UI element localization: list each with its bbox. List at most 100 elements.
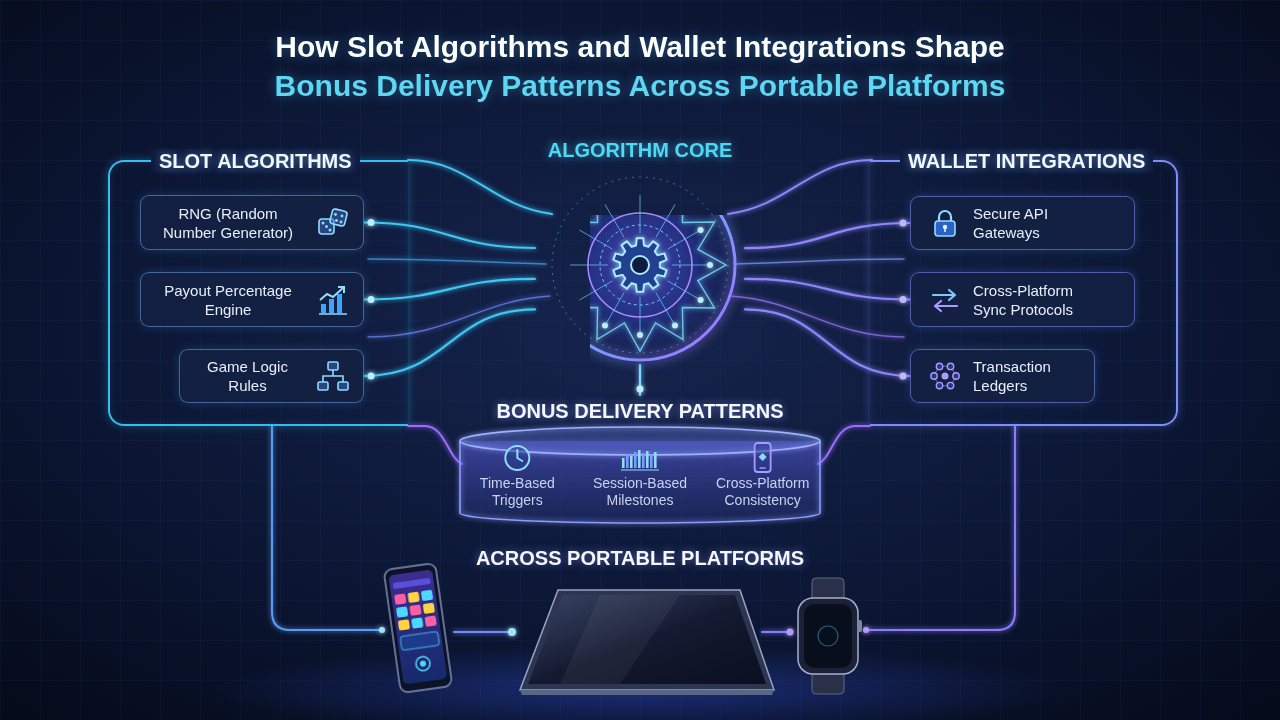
core-outline xyxy=(640,195,641,233)
watch-illustration xyxy=(818,626,838,646)
wire xyxy=(368,296,550,337)
core-outline xyxy=(698,227,704,233)
core-outline xyxy=(579,281,612,300)
pattern-label: Cross-Platform Consistency xyxy=(713,475,813,509)
bars-icon xyxy=(622,458,625,468)
dice-icon xyxy=(334,213,337,216)
box-label: Transaction Ledgers xyxy=(973,357,1083,395)
core-outline xyxy=(668,230,701,249)
core-outline xyxy=(656,204,675,237)
dice-icon xyxy=(329,208,347,226)
chart-icon xyxy=(319,287,347,314)
core-outline xyxy=(707,262,713,268)
phone-illustration xyxy=(384,563,453,693)
wire xyxy=(818,426,870,464)
phone-illustration xyxy=(408,592,420,603)
lock-icon xyxy=(935,221,955,236)
core-circle: ALGORITHM CORE xyxy=(535,138,745,365)
connector-dot xyxy=(900,296,907,303)
ledger-icon xyxy=(947,363,953,369)
title-block: How Slot Algorithms and Wallet Integrati… xyxy=(245,27,1035,105)
sync-icon xyxy=(933,290,957,311)
bars-icon xyxy=(621,469,659,470)
ledger-icon xyxy=(931,373,937,379)
pattern-row: Time-Based TriggersSession-Based Milesto… xyxy=(456,475,824,509)
core-outline xyxy=(545,170,735,360)
chart-icon xyxy=(319,313,347,315)
core-outline xyxy=(698,297,704,303)
phone-icon xyxy=(755,443,771,472)
wire-dot xyxy=(379,627,385,633)
process-box: Secure API Gateways xyxy=(910,196,1135,250)
core-outline xyxy=(605,204,624,237)
phone-illustration xyxy=(398,619,410,630)
chart-icon xyxy=(321,304,326,313)
band-outline xyxy=(460,441,820,523)
ledger-icon xyxy=(936,382,942,388)
connector-dot xyxy=(368,373,375,380)
pattern-band: BONUS DELIVERY PATTERNS Time-Based Trigge… xyxy=(456,395,824,527)
chart-icon xyxy=(337,294,342,313)
wire-dot xyxy=(863,627,869,633)
wire xyxy=(730,296,904,337)
chart-icon xyxy=(338,287,344,293)
core-outline xyxy=(552,177,728,353)
ledger-icon xyxy=(947,382,953,388)
wire xyxy=(454,631,508,633)
tablet-illustration xyxy=(520,690,774,695)
phone-illustration xyxy=(384,563,453,693)
bars-icon xyxy=(642,453,645,468)
box-label: Secure API Gateways xyxy=(973,204,1083,242)
ledger-icon xyxy=(953,373,959,379)
core-outline xyxy=(637,192,643,198)
process-box: Game Logic Rules xyxy=(179,349,364,403)
core-outline xyxy=(567,262,573,268)
core-outline xyxy=(576,297,582,303)
connector-dot xyxy=(900,220,907,227)
wire xyxy=(272,426,382,630)
tablet-illustration xyxy=(520,590,774,690)
group-panel: Secure API GatewaysCross-Platform Sync P… xyxy=(870,160,1178,426)
label-block: ACROSS PORTABLE PLATFORMS xyxy=(440,546,840,570)
box-label: Game Logic Rules xyxy=(198,357,298,395)
lock-icon xyxy=(935,211,955,236)
watch-illustration xyxy=(857,620,862,632)
phone-illustration xyxy=(425,615,437,626)
connector-dot xyxy=(900,373,907,380)
phone-illustration xyxy=(421,590,433,601)
wire xyxy=(408,160,552,214)
connector xyxy=(364,279,535,300)
bars-icon xyxy=(626,454,629,468)
watch-illustration xyxy=(804,604,852,668)
dice-icon xyxy=(319,208,348,234)
tree-icon xyxy=(317,360,349,392)
dice-icon xyxy=(317,207,349,239)
tree-icon xyxy=(338,382,348,390)
sync-icon xyxy=(929,284,961,316)
ledger-icon xyxy=(942,373,949,380)
core-outline xyxy=(668,281,701,300)
core-outline xyxy=(637,332,643,338)
connector xyxy=(745,309,910,376)
connector-dot xyxy=(637,386,644,393)
phone-illustration xyxy=(400,631,440,650)
dice-icon xyxy=(341,214,344,217)
core-outline xyxy=(602,201,608,207)
bars-icon xyxy=(638,450,641,468)
core-outline xyxy=(554,179,726,351)
tablet-illustration xyxy=(528,595,766,684)
phone-illustration xyxy=(388,569,447,684)
clock-icon xyxy=(505,446,529,470)
tree-icon xyxy=(318,362,348,390)
process-box: Cross-Platform Sync Protocols xyxy=(910,272,1135,327)
band-heading: BONUS DELIVERY PATTERNS xyxy=(456,399,824,423)
core-outline xyxy=(605,293,624,326)
connector xyxy=(745,279,910,300)
bars-icon xyxy=(634,452,637,468)
title: How Slot Algorithms and Wallet Integrati… xyxy=(245,27,1035,105)
dice-icon xyxy=(329,228,332,231)
lock-icon xyxy=(944,228,946,232)
